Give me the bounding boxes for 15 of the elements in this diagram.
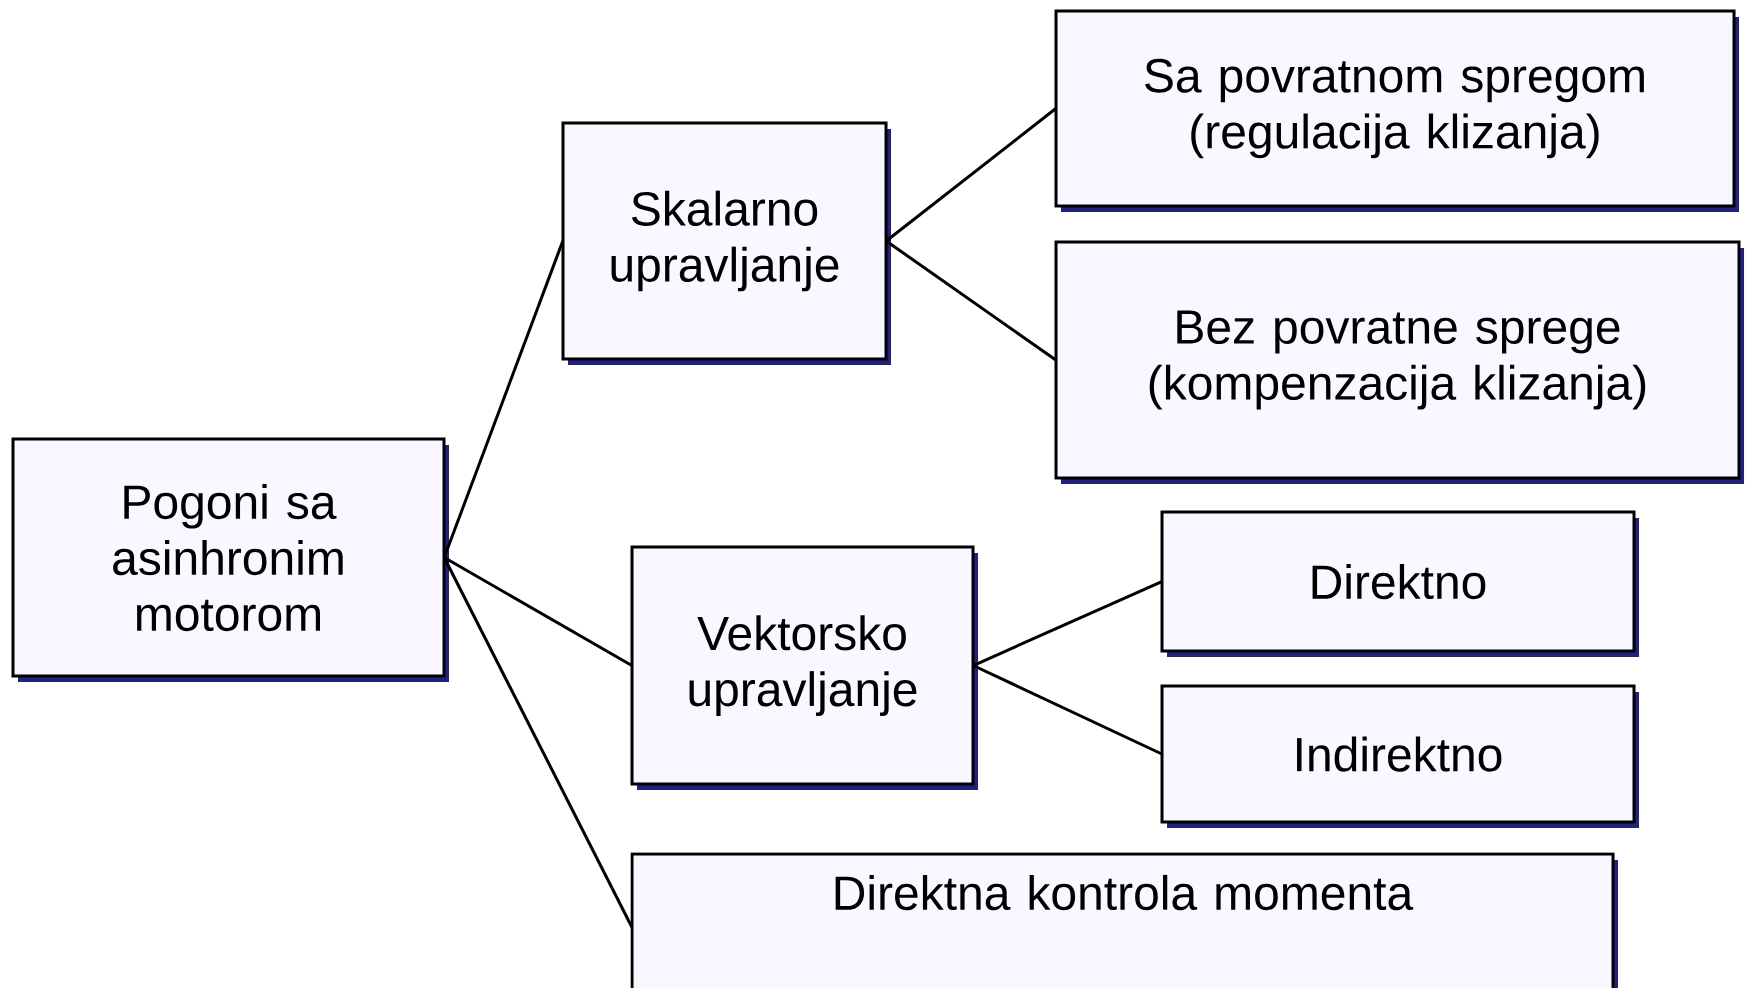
connector-line — [972, 664, 1163, 756]
process-box: Pogoni sa asinhronim motorom — [11, 437, 449, 682]
process-box: Direktna kontrola momenta — [630, 852, 1618, 988]
connector-line — [443, 556, 633, 667]
process-box: Sa povratnom spregom (regulacija klizanja) — [1054, 9, 1739, 212]
connector-line — [442, 240, 565, 559]
process-box: Vektorsko upravljanje — [630, 545, 978, 790]
process-box: Bez povratne sprege (kompenzacija klizanja) — [1054, 240, 1744, 484]
connector-line — [885, 107, 1057, 243]
process-box: Skalarno upravljanje — [561, 121, 891, 365]
connector-line — [442, 556, 634, 928]
process-box: Indirektno — [1160, 684, 1639, 828]
connector-line — [972, 580, 1163, 667]
process-box: Direktno — [1160, 510, 1639, 657]
connector-line — [885, 239, 1057, 362]
